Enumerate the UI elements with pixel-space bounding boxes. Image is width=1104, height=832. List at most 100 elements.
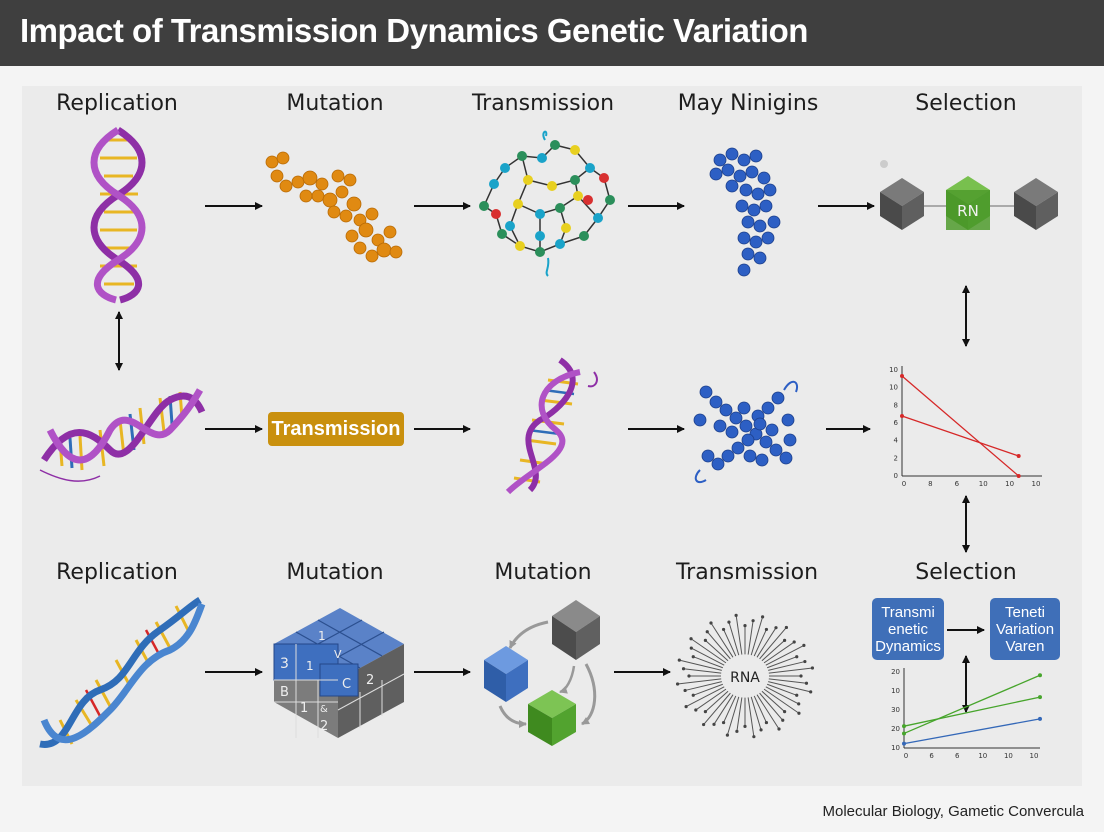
- page-title: Impact of Transmission Dynamics Genetic …: [20, 12, 808, 49]
- label-bottom-mutation: Mutation: [286, 560, 384, 585]
- block-cell-2: 2: [320, 719, 328, 734]
- chart-y-tick-label: 10: [891, 744, 900, 752]
- chart-point: [902, 724, 906, 729]
- chart-point: [1016, 454, 1021, 458]
- chart-x-tick-label: 10: [1005, 480, 1014, 488]
- selection-box-left-line-1: Transmi: [881, 603, 935, 621]
- chart-series-line-1: [903, 674, 1041, 735]
- cube-cycle-icon: [484, 600, 600, 746]
- burst-dot: [703, 638, 708, 642]
- chart-y-tick-label: 6: [894, 419, 899, 427]
- burst-dot: [691, 655, 695, 659]
- burst-ray: [766, 683, 797, 696]
- burst-dot: [687, 674, 691, 678]
- burst-ray: [736, 697, 743, 732]
- selection-box-left: Transmi enetic Dynamics: [872, 598, 944, 660]
- dna-helix-bottom-icon: [39, 596, 206, 748]
- chart-x-tick-label: 10: [979, 480, 988, 488]
- flow-arrows: [115, 202, 985, 713]
- burst-dot: [777, 727, 781, 731]
- burst-ray: [723, 629, 737, 657]
- burst-dot: [689, 646, 693, 650]
- chart-x-tick-label: 6: [955, 752, 960, 760]
- chart-series-line-2: [901, 415, 1019, 457]
- gray-cube-right-icon: [1014, 178, 1058, 230]
- burst-dot: [721, 627, 726, 632]
- chart-x-tick-label: 6: [929, 752, 934, 760]
- footer-caption: Molecular Biology, Gametic Convercula: [822, 803, 1085, 820]
- burst-ray: [705, 639, 729, 662]
- orange-molecule-icon: [265, 151, 403, 263]
- burst-dot: [797, 702, 801, 706]
- chart-y-tick-label: 10: [889, 384, 898, 392]
- burst-ray: [735, 615, 743, 655]
- burst-dot: [703, 710, 708, 714]
- green-cube-cycle-icon: [528, 690, 576, 746]
- chart-x-tick-label: 10: [978, 752, 987, 760]
- label-top-replication: Replication: [56, 91, 178, 116]
- burst-dot: [774, 626, 778, 630]
- burst-ray: [759, 692, 784, 721]
- burst-dot: [743, 724, 747, 729]
- label-top-mutation: Mutation: [286, 91, 384, 116]
- selection-box-left-line-2: enetic: [887, 620, 929, 638]
- burst-dot: [684, 705, 688, 709]
- burst-ray: [761, 690, 785, 713]
- burst-ray: [753, 629, 767, 657]
- burst-dot: [795, 655, 799, 659]
- burst-dot: [782, 638, 787, 642]
- header-bar: Impact of Transmission Dynamics Genetic …: [0, 0, 1104, 66]
- burst-dot: [803, 659, 807, 664]
- chart-y-tick-label: 8: [894, 401, 898, 409]
- burst-ray: [768, 681, 811, 693]
- burst-dot: [781, 718, 785, 722]
- burst-ray: [750, 696, 762, 731]
- burst-dot: [759, 728, 763, 732]
- burst-ray: [768, 678, 807, 684]
- block-cell-2b: 2: [366, 673, 374, 688]
- dna-helix-middle-icon: [39, 388, 206, 482]
- selection-box-left-line-3: Dynamics: [875, 637, 941, 655]
- chart-x-tick-label: 0: [904, 752, 908, 760]
- green-cube-icon: [946, 176, 990, 230]
- burst-dot: [677, 658, 681, 662]
- chart-y-tick-label: 20: [891, 668, 900, 676]
- selection-box-right-line-2: Variation: [995, 620, 1055, 638]
- burst-dot: [764, 627, 769, 632]
- burst-dot: [725, 733, 730, 737]
- chart-y-tick-label: 10: [891, 687, 900, 695]
- rna-burst-label: RNA: [730, 670, 760, 686]
- block-cell-b: B: [280, 685, 289, 700]
- burst-dot: [795, 693, 799, 697]
- burst-ray: [768, 661, 806, 671]
- green-cube-label: RN: [957, 202, 979, 220]
- chart-y-tick-label: 2: [894, 454, 898, 462]
- chart-x-tick-label: 8: [928, 480, 932, 488]
- burst-ray: [710, 622, 734, 658]
- blue-cube-cycle-icon: [484, 646, 528, 702]
- block-cell-amp: &: [320, 704, 328, 715]
- burst-ray: [759, 627, 787, 660]
- chart-point: [1038, 673, 1042, 678]
- burst-ray: [763, 688, 800, 714]
- chart-point: [1038, 716, 1042, 721]
- selection-box-right: Teneti Variation Varen: [990, 598, 1060, 660]
- chart-y-tick-label: 20: [891, 725, 900, 733]
- chart-y-tick-label: 30: [891, 706, 900, 714]
- burst-dot: [782, 710, 787, 714]
- burst-ray: [705, 690, 729, 713]
- chart-series-line-1: [901, 375, 1020, 477]
- burst-ray: [683, 668, 722, 674]
- burst-dot: [727, 620, 731, 624]
- dna-helix-top-icon: [90, 127, 146, 304]
- burst-ray: [695, 688, 727, 711]
- burst-ray: [684, 681, 722, 691]
- burst-ray: [693, 683, 724, 696]
- burst-ray: [685, 686, 725, 708]
- burst-dot: [681, 667, 686, 671]
- burst-dot: [705, 630, 709, 634]
- burst-ray: [679, 659, 722, 671]
